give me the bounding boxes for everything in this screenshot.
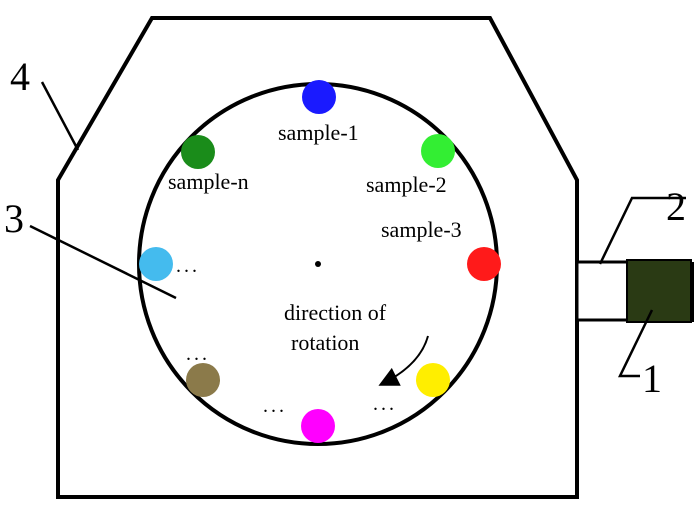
- sample-2-label: sample-2: [366, 172, 447, 197]
- direction-text-line1: direction of: [284, 300, 387, 325]
- sample-dot-1: [302, 80, 336, 114]
- sample-dot-n: [181, 135, 215, 169]
- ellipsis-left: ...: [176, 255, 200, 277]
- sample-dot-cyan: [139, 247, 173, 281]
- sample-3-label: sample-3: [381, 217, 462, 242]
- sample-dot-brown: [186, 363, 220, 397]
- sample-n-label: sample-n: [168, 169, 249, 194]
- shaft: [575, 260, 631, 322]
- leader-2: [598, 196, 686, 265]
- wheel-center: [315, 261, 321, 267]
- part-label-1: 1: [642, 356, 662, 401]
- ellipsis-bottom: ...: [263, 395, 287, 417]
- sample-1-label: sample-1: [278, 120, 359, 145]
- leader-3: [29, 224, 177, 300]
- leader-1: [618, 309, 654, 378]
- leader-4: [40, 81, 80, 151]
- motor: [626, 259, 692, 323]
- ellipsis-lower-right: ...: [373, 393, 397, 415]
- sample-dot-magenta: [301, 409, 335, 443]
- part-label-3: 3: [4, 196, 24, 241]
- sample-dot-2: [421, 134, 455, 168]
- part-label-4: 4: [10, 54, 30, 99]
- ellipsis-lower-left: ...: [186, 343, 210, 365]
- part-label-2: 2: [666, 184, 686, 229]
- sample-dot-3: [467, 247, 501, 281]
- direction-text-line2: rotation: [291, 330, 359, 355]
- sample-dot-yellow: [416, 363, 450, 397]
- rotation-arrow: [378, 335, 429, 386]
